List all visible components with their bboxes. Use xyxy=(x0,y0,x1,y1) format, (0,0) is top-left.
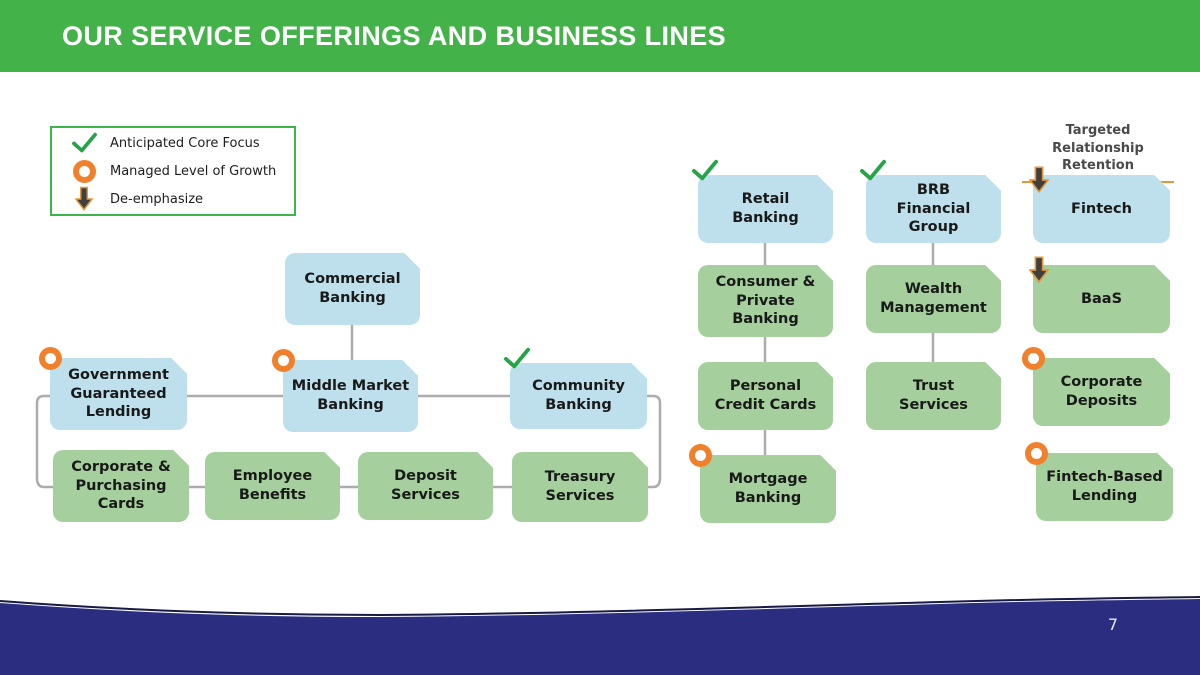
node-mortgage-banking: Mortgage Banking xyxy=(689,444,836,523)
node-label: Middle Market Banking xyxy=(291,378,410,413)
legend-item-de-emphasize: De-emphasize xyxy=(66,186,294,212)
node-personal-credit-cards: Personal Credit Cards xyxy=(698,362,833,430)
legend-item-core-focus: Anticipated Core Focus xyxy=(66,130,294,156)
page-number: 7 xyxy=(1107,615,1119,634)
node-label: Mortgage Banking xyxy=(728,471,808,506)
managed-growth-icon xyxy=(272,349,295,372)
node-label: Wealth Management xyxy=(880,281,987,316)
node-commercial-banking: Commercial Banking xyxy=(285,253,420,325)
node-baas: BaaS xyxy=(1028,256,1170,333)
node-label: BRB Financial Group xyxy=(896,181,971,236)
node-label: Commercial Banking xyxy=(304,271,401,306)
node-label: BaaS xyxy=(1080,290,1123,307)
de-emphasize-arrow-icon xyxy=(1028,166,1050,194)
node-label: Retail Banking xyxy=(732,191,799,226)
slide-title: OUR SERVICE OFFERINGS AND BUSINESS LINES xyxy=(62,20,727,51)
check-icon xyxy=(66,132,102,154)
node-label: Fintech-Based Lending xyxy=(1046,469,1163,504)
retention-heading-label: Targeted Relationship Retention xyxy=(1052,123,1144,174)
managed-growth-icon xyxy=(1025,442,1048,465)
node-consumer-private-banking: Consumer & Private Banking xyxy=(698,265,833,337)
node-label: Corporate & Purchasing Cards xyxy=(71,458,171,513)
node-retail-banking: Retail Banking xyxy=(692,159,833,243)
managed-growth-icon xyxy=(689,444,712,467)
node-fintech-based-lending: Fintech-Based Lending xyxy=(1025,442,1173,521)
node-government-guaranteed-lending: Government Guaranteed Lending xyxy=(39,347,187,430)
node-label: Trust Services xyxy=(899,378,968,413)
node-trust-services: Trust Services xyxy=(866,362,1001,430)
node-label: Government Guaranteed Lending xyxy=(68,366,169,421)
node-community-banking: Community Banking xyxy=(504,347,647,429)
node-label: Treasury Services xyxy=(544,469,616,504)
core-focus-check-icon xyxy=(691,159,719,182)
node-label: Personal Credit Cards xyxy=(714,378,817,413)
node-employee-benefits: Employee Benefits xyxy=(205,452,340,520)
node-middle-market-banking: Middle Market Banking xyxy=(272,349,418,432)
node-label: Employee Benefits xyxy=(232,468,313,503)
de-emphasize-arrow-icon xyxy=(1028,256,1050,284)
node-label: Deposit Services xyxy=(391,468,460,503)
node-corporate-deposits: Corporate Deposits xyxy=(1022,347,1170,426)
legend-item-label: Anticipated Core Focus xyxy=(110,135,260,151)
legend-item-label: Managed Level of Growth xyxy=(110,163,277,179)
node-corporate-purchasing-cards: Corporate & Purchasing Cards xyxy=(53,450,189,522)
node-deposit-services: Deposit Services xyxy=(358,452,493,520)
node-brb-financial-group: BRB Financial Group xyxy=(860,159,1001,243)
node-label: Corporate Deposits xyxy=(1060,374,1143,409)
legend: Anticipated Core Focus Managed Level of … xyxy=(50,126,296,216)
header-bar: OUR SERVICE OFFERINGS AND BUSINESS LINES xyxy=(0,0,1200,72)
node-label: Community Banking xyxy=(532,378,625,413)
core-focus-check-icon xyxy=(859,159,887,182)
legend-item-label: De-emphasize xyxy=(110,191,204,207)
node-wealth-management: Wealth Management xyxy=(866,265,1001,333)
managed-growth-icon xyxy=(39,347,62,370)
donut-icon xyxy=(66,159,102,183)
node-fintech: Fintech xyxy=(1028,166,1170,243)
node-treasury-services: Treasury Services xyxy=(512,452,648,522)
core-focus-check-icon xyxy=(503,347,531,370)
legend-item-managed-growth: Managed Level of Growth xyxy=(66,158,294,184)
node-label: Consumer & Private Banking xyxy=(715,273,816,328)
down-arrow-icon xyxy=(66,186,102,212)
managed-growth-icon xyxy=(1022,347,1045,370)
node-label: Fintech xyxy=(1071,200,1132,217)
